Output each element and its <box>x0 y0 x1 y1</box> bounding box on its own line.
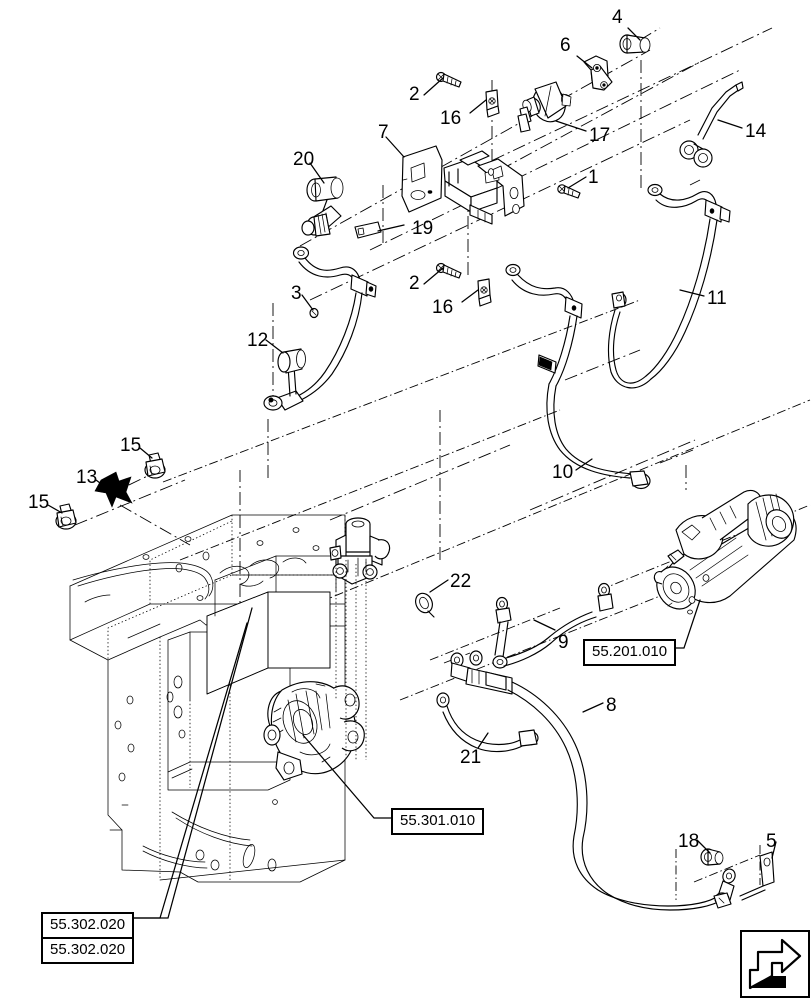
cable-8-terminal-end <box>713 868 736 909</box>
mounting-block-assembly <box>443 150 525 225</box>
part-22-clamp-ring <box>415 592 435 618</box>
callout-15[interactable]: 15 <box>28 492 50 513</box>
callout-16[interactable]: 16 <box>432 297 454 318</box>
radiator-core <box>206 555 337 695</box>
part-6-bracket <box>583 55 613 91</box>
part-4-bushing <box>619 34 651 54</box>
cable-3-12-assembly <box>263 246 377 411</box>
part-14-cable-ends <box>679 81 744 168</box>
callout-14[interactable]: 14 <box>745 121 767 142</box>
part-7-bracket-plate <box>401 145 443 213</box>
callout-10[interactable]: 10 <box>552 462 574 483</box>
callout-20[interactable]: 20 <box>293 149 315 170</box>
direction-arrow-box <box>740 930 810 998</box>
reference-box-alternator[interactable]: 55.301.010 <box>391 808 485 835</box>
part-2-screw-upper <box>435 71 462 88</box>
part-16-clip-upper <box>485 89 500 118</box>
part-15-grommet-lower <box>55 503 77 530</box>
starter-motor <box>653 489 797 615</box>
callout-6[interactable]: 6 <box>560 35 571 56</box>
callout-8[interactable]: 8 <box>606 695 617 716</box>
part-1-screw <box>557 184 581 199</box>
part-17-disconnect-switch <box>517 81 572 133</box>
part-19-terminal-strip <box>354 221 382 239</box>
callout-15[interactable]: 15 <box>120 435 142 456</box>
part-2-screw-lower <box>435 262 462 279</box>
reference-code-battery-1[interactable]: 55.302.020 <box>50 916 126 933</box>
part-15-grommet-upper <box>144 452 166 479</box>
callout-11[interactable]: 11 <box>707 288 727 309</box>
reference-box-battery[interactable]: 55.302.020 55.302.020 <box>41 912 135 964</box>
callout-16[interactable]: 16 <box>440 108 462 129</box>
callout-5[interactable]: 5 <box>766 831 777 852</box>
callout-1[interactable]: 1 <box>588 167 599 188</box>
cable-11 <box>607 183 731 389</box>
callout-4[interactable]: 4 <box>612 7 623 28</box>
alternator <box>263 681 365 781</box>
3d-arrow-icon <box>748 938 802 990</box>
callout-2[interactable]: 2 <box>409 273 420 294</box>
reference-box-starter[interactable]: 55.201.010 <box>583 639 677 666</box>
projection-axes <box>74 27 811 900</box>
callout-12[interactable]: 12 <box>247 330 269 351</box>
cable-8-21 <box>436 650 723 911</box>
callout-22[interactable]: 22 <box>450 571 472 592</box>
callout-3[interactable]: 3 <box>291 283 302 304</box>
part-13-clip <box>94 471 133 508</box>
fuel-filter-head <box>329 517 391 760</box>
cable-9 <box>492 582 614 669</box>
part-16-clip-lower <box>477 278 492 307</box>
callout-19[interactable]: 19 <box>412 218 434 239</box>
part-20-terminal-boot <box>301 176 344 237</box>
part-5-bracket-strap <box>739 851 775 901</box>
callout-2[interactable]: 2 <box>409 84 420 105</box>
callout-13[interactable]: 13 <box>76 467 98 488</box>
callout-9[interactable]: 9 <box>558 632 569 653</box>
reference-code-battery-2[interactable]: 55.302.020 <box>43 936 133 962</box>
callout-21[interactable]: 21 <box>460 747 482 768</box>
callout-7[interactable]: 7 <box>378 122 389 143</box>
part-18-nut <box>700 848 724 866</box>
cable-10 <box>505 263 651 490</box>
callout-17[interactable]: 17 <box>589 125 611 146</box>
callout-18[interactable]: 18 <box>678 831 700 852</box>
